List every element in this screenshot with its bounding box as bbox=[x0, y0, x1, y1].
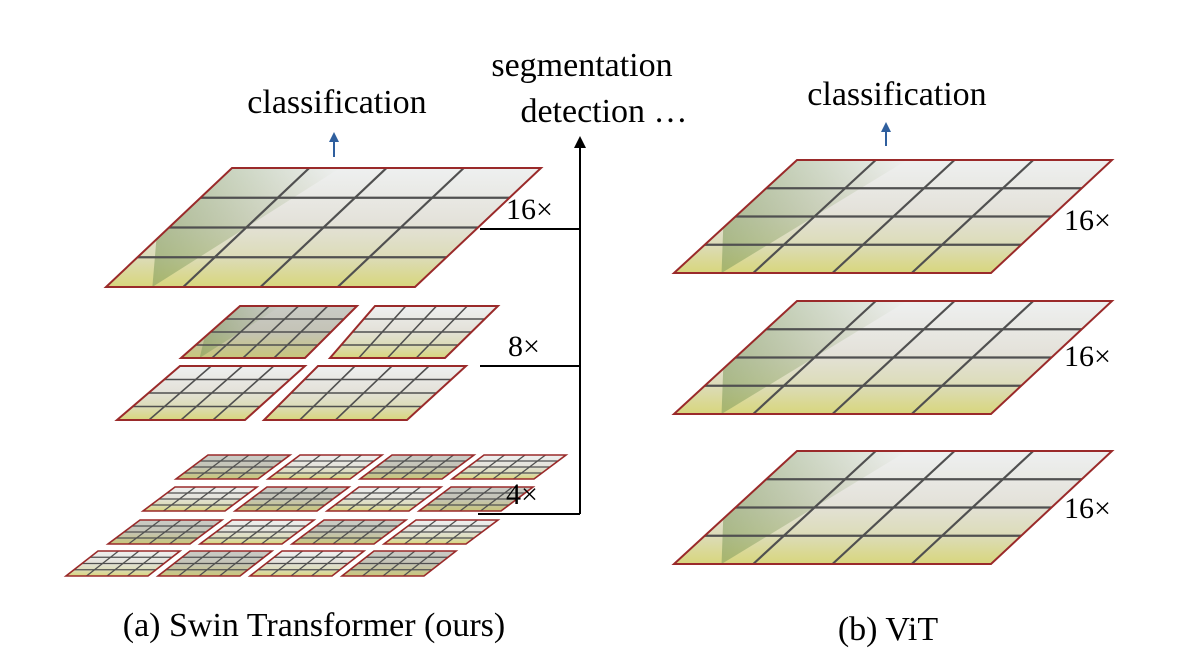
swin-stage-label-4x: 4× bbox=[506, 478, 538, 511]
swin-8x-window bbox=[114, 365, 308, 421]
vit-stage-1-feature-map bbox=[671, 159, 1115, 274]
swin-4x-window bbox=[63, 550, 183, 577]
swin-4x-window bbox=[357, 454, 477, 480]
swin-4x-window bbox=[140, 486, 260, 512]
vit-feature-map bbox=[671, 450, 1115, 565]
swin-4x-window bbox=[339, 550, 459, 577]
task-head-arrow-icon bbox=[574, 136, 586, 148]
vit-stage-2-feature-map bbox=[671, 300, 1115, 415]
vit-diagram: classification 16× 16× 16× (b) ViT bbox=[671, 76, 1115, 648]
swin-8x-window bbox=[178, 305, 360, 359]
swin-4x-window bbox=[173, 454, 293, 480]
vit-classification-label: classification bbox=[807, 76, 986, 113]
vit-stage-label-3: 16× bbox=[1064, 492, 1111, 525]
swin-4x-window bbox=[232, 486, 352, 512]
swin-4x-window bbox=[416, 486, 536, 512]
vit-feature-map bbox=[671, 159, 1115, 274]
swin-4x-window bbox=[289, 519, 409, 545]
swin-4x-window bbox=[197, 519, 317, 545]
swin-stage-8x-feature-map bbox=[114, 305, 501, 421]
swin-4x-window bbox=[324, 486, 444, 512]
swin-8x-window bbox=[261, 365, 469, 421]
swin-4x-window bbox=[155, 550, 275, 577]
feature-pyramid-connector bbox=[478, 146, 581, 515]
swin-4x-window bbox=[449, 454, 569, 480]
detection-label: detection … bbox=[520, 93, 687, 130]
vit-stage-label-2: 16× bbox=[1064, 340, 1111, 373]
swin-stage-label-16x: 16× bbox=[506, 193, 553, 226]
vit-stage-label-1: 16× bbox=[1064, 204, 1111, 237]
vit-classification-arrow-icon bbox=[881, 122, 891, 146]
swin-transformer-diagram: classification segmentation detection … … bbox=[63, 47, 688, 644]
swin-stage-16x-feature-map bbox=[103, 167, 544, 288]
swin-stage-4x-feature-map bbox=[63, 454, 569, 577]
swin-classification-label: classification bbox=[247, 84, 426, 121]
swin-4x-window bbox=[105, 519, 225, 545]
swin-8x-window bbox=[327, 305, 501, 359]
segmentation-label: segmentation bbox=[491, 47, 672, 84]
vit-feature-map bbox=[671, 300, 1115, 415]
swin-stage-label-8x: 8× bbox=[508, 330, 540, 363]
swin-caption: (a) Swin Transformer (ours) bbox=[123, 607, 505, 644]
swin-4x-window bbox=[381, 519, 501, 545]
swin-classification-arrow-icon bbox=[329, 132, 339, 157]
swin-4x-window bbox=[265, 454, 385, 480]
vit-caption: (b) ViT bbox=[838, 611, 938, 648]
swin-4x-window bbox=[247, 550, 367, 577]
swin-16x-map bbox=[103, 167, 544, 288]
vit-stage-3-feature-map bbox=[671, 450, 1115, 565]
